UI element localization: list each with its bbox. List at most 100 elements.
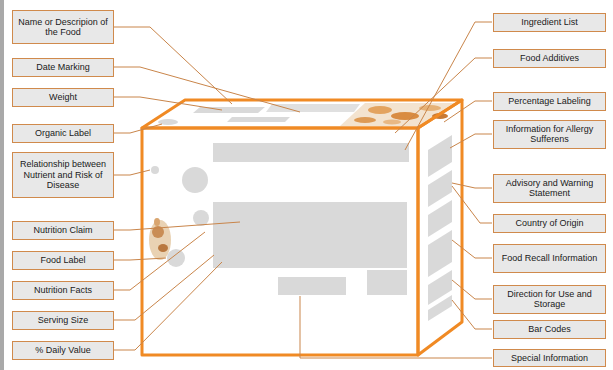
leader-line [395, 58, 492, 133]
edge-bar [0, 0, 4, 370]
front-panel [278, 277, 346, 295]
callout-text-group: Percentage Labeling [505, 95, 594, 107]
front-panel [213, 202, 407, 268]
callout-text-group: Name or Descripion of the Food [13, 16, 113, 39]
callout-text-group: Date Marking [33, 61, 93, 73]
callout-label: % Daily Value [32, 344, 93, 356]
callout-label: Ingredient List [518, 16, 581, 28]
leader-line [114, 170, 150, 175]
callout-label: Direction for Use and Storage [494, 288, 605, 311]
callout-label: Serving Size [35, 314, 92, 326]
top-panel [227, 117, 290, 122]
callout-box: Nutrition Facts [12, 281, 114, 300]
box-outline-front [142, 128, 418, 355]
pasta-piece [354, 117, 376, 123]
callout-label: Food Recall Information [499, 252, 601, 264]
leader-line [114, 124, 162, 133]
box-front [142, 128, 418, 355]
side-panel [428, 135, 452, 177]
callout-box: Food Recall Information [493, 244, 606, 273]
callout-label: Relationship between Nutrient and Risk o… [13, 158, 113, 191]
leader-line [114, 258, 166, 260]
callout-box: Bar Codes [493, 320, 606, 339]
callout-text-group: Special Information [508, 352, 591, 364]
callout-box: Percentage Labeling [493, 92, 606, 111]
callout-label: Country of Origin [512, 217, 586, 229]
front-circle [193, 210, 209, 226]
callout-box: Food Additives [493, 49, 606, 68]
callout-label: Special Information [508, 352, 591, 364]
callout-box: Serving Size [12, 311, 114, 330]
food-shape [149, 220, 171, 260]
callout-text-group: Weight [46, 91, 80, 103]
leader-line [114, 255, 214, 320]
box-side [418, 100, 462, 355]
callout-text-group: Information for Allergy Sufferens [494, 123, 605, 146]
callout-text-group: Bar Codes [525, 323, 574, 335]
food-picture [149, 218, 171, 260]
callout-text-group: Ingredient List [518, 16, 581, 28]
callout-box: Direction for Use and Storage [493, 285, 606, 314]
callout-text-group: Nutrition Facts [31, 284, 95, 296]
callout-label: Information for Allergy Sufferens [494, 123, 605, 146]
callout-label: Percentage Labeling [505, 95, 594, 107]
callout-text-group: Organic Label [32, 127, 94, 139]
pasta-piece [391, 112, 419, 120]
callout-box: Relationship between Nutrient and Risk o… [12, 152, 114, 198]
callout-text-group: Relationship between Nutrient and Risk o… [13, 158, 113, 191]
callout-box: Nutrition Claim [12, 221, 114, 240]
callout-text-group: Serving Size [35, 314, 92, 326]
pasta-piece [368, 106, 392, 114]
callout-box: Country of Origin [493, 214, 606, 233]
leader-line [450, 134, 492, 148]
front-circle [151, 166, 159, 174]
callout-label: Organic Label [32, 127, 94, 139]
front-panel [213, 143, 409, 162]
callout-label: Nutrition Claim [30, 224, 95, 236]
side-panel [428, 230, 452, 277]
leader-line [114, 232, 205, 290]
box-outline-top [142, 100, 462, 128]
top-panel [193, 107, 265, 113]
leader-line [452, 186, 492, 223]
callout-text-group: Food Additives [517, 52, 582, 64]
leader-line [452, 183, 492, 188]
leader-lines [114, 22, 492, 358]
side-panel [428, 170, 452, 207]
food-shape [154, 218, 160, 226]
callout-text-group: % Daily Value [32, 344, 93, 356]
side-panel [428, 295, 452, 321]
callout-text-group: Food Label [37, 254, 88, 266]
front-panel [367, 270, 407, 295]
callout-label: Bar Codes [525, 323, 574, 335]
callout-text-group: Advisory and Warning Statement [494, 177, 605, 200]
food-shape [158, 244, 168, 252]
callout-label: Food Additives [517, 52, 582, 64]
callout-box: Name or Descripion of the Food [12, 10, 114, 44]
callout-label: Food Label [37, 254, 88, 266]
callout-box: Information for Allergy Sufferens [493, 120, 606, 149]
callout-label: Advisory and Warning Statement [494, 177, 605, 200]
leader-line [114, 97, 222, 110]
side-panel [428, 200, 452, 237]
callout-box: Ingredient List [493, 13, 606, 32]
leader-line [452, 300, 492, 329]
box-top [142, 100, 462, 128]
leader-line [114, 67, 300, 112]
box-outline-side [418, 100, 462, 355]
leader-line [114, 222, 240, 230]
leader-line [300, 296, 492, 358]
box-outline [142, 100, 462, 355]
callout-box: Special Information [493, 349, 606, 367]
callout-box: Weight [12, 88, 114, 107]
callout-text-group: Country of Origin [512, 217, 586, 229]
callout-text-group: Direction for Use and Storage [494, 288, 605, 311]
callout-box: % Daily Value [12, 341, 114, 360]
callout-label: Date Marking [33, 61, 93, 73]
callout-box: Advisory and Warning Statement [493, 174, 606, 203]
leader-line [444, 101, 492, 122]
callout-label: Name or Descripion of the Food [13, 16, 113, 39]
front-circle [167, 249, 185, 267]
callout-label: Weight [46, 91, 80, 103]
